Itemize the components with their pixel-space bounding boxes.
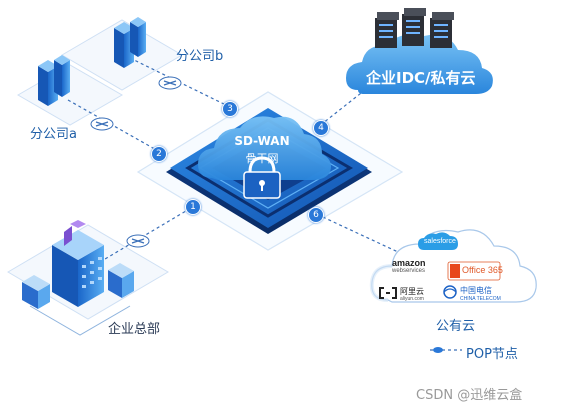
router-icon-hq [126, 234, 150, 248]
link-line-hq [99, 204, 197, 263]
server-icon-branch-b [114, 17, 146, 68]
salesforce-text: salesforce [424, 238, 456, 245]
sdwan-title: SD-WAN [234, 134, 290, 148]
office365-logo [447, 261, 501, 281]
china-telecom-logo [443, 285, 457, 299]
amazon-text: amazon [392, 258, 426, 268]
sdwan-subtitle: 骨干网 [245, 152, 279, 165]
server-icon-idc [375, 8, 454, 48]
router-icon-a [90, 117, 114, 131]
aliyun-text: 阿里云 [400, 287, 424, 296]
sdwan-cloud [198, 116, 331, 180]
building-icon-hq [22, 220, 134, 336]
link-badge-4: 4 [313, 120, 329, 136]
aliyun-sub-text: aliyun.com [400, 296, 424, 302]
idc-cloud [346, 34, 493, 94]
public-cloud-label: 公有云 [436, 319, 476, 334]
router-icon-b [158, 76, 182, 90]
link-badge-2: 2 [151, 146, 167, 162]
legend-pop-label: POP节点 [466, 347, 518, 362]
aliyun-logo [379, 287, 397, 299]
watermark-text: CSDN @迅维云盒 [416, 388, 523, 403]
amazon-sub-text: webservices [392, 268, 426, 274]
salesforce-logo [418, 232, 458, 250]
branch-b-label: 分公司b [176, 49, 224, 64]
link-badge-3: 3 [222, 101, 238, 117]
link-badge-1: 1 [185, 199, 201, 215]
office365-text: Office 365 [462, 265, 503, 275]
link-line-idc [317, 85, 371, 128]
lock-icon [243, 156, 281, 199]
idc-label: 企业IDC/私有云 [366, 69, 476, 87]
legend-pop-icon [433, 347, 443, 353]
link-line-public-cloud [311, 211, 399, 253]
hq-label: 企业总部 [108, 322, 161, 337]
china-telecom-sub-text: CHINA TELECOM [460, 296, 501, 302]
china-telecom-text: 中国电信 [460, 286, 492, 295]
branch-a-label: 分公司a [30, 127, 77, 142]
server-icon-branch-a [38, 55, 70, 106]
link-badge-6: 6 [308, 207, 324, 223]
